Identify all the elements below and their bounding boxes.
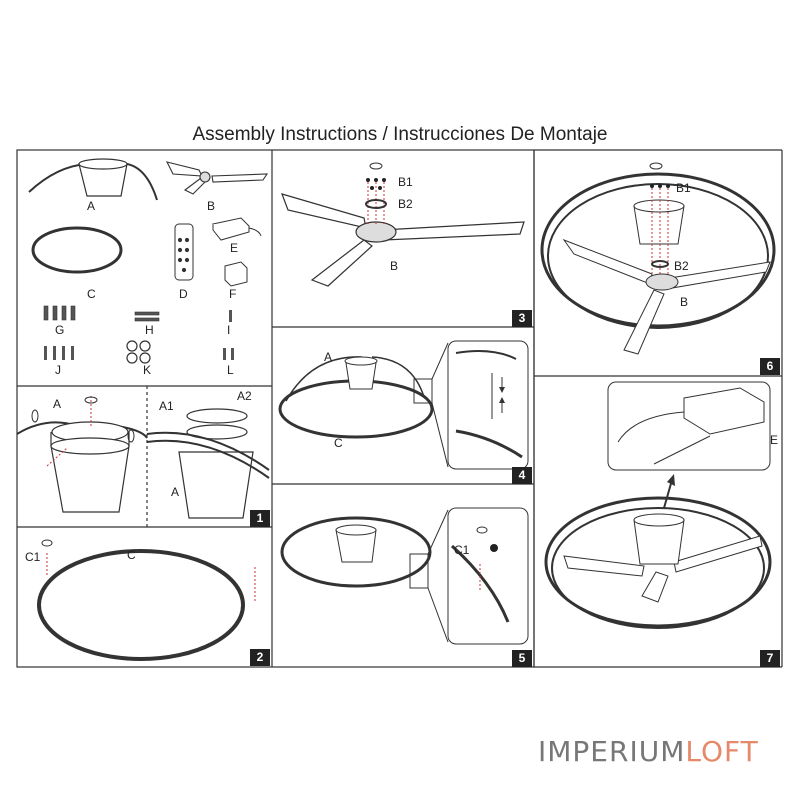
step-3-label-b: B	[390, 259, 399, 273]
label-part-i: I	[227, 323, 231, 337]
step-6-label-b2: B2	[674, 259, 689, 273]
detail-box	[447, 507, 529, 645]
step-1-label-a2: A2	[237, 389, 252, 403]
part-f-bracket	[224, 261, 248, 287]
label-part-a: A	[87, 199, 96, 213]
step-4-panel: A C 4	[272, 327, 534, 484]
step-5-drawing	[280, 507, 529, 645]
brand-logo: IMPERIUMLOFT	[538, 735, 759, 768]
step-5-label-c1: C1	[454, 543, 470, 557]
step-5-panel: C1 5	[272, 484, 534, 667]
step-1-number: 1	[250, 510, 270, 527]
step-6-label-b1: B1	[676, 181, 691, 195]
step-2-panel: C1 C 2	[17, 527, 272, 667]
rotate-icon	[649, 162, 663, 170]
label-part-b: B	[207, 199, 216, 213]
screw-icon	[490, 544, 498, 552]
step-3-panel: B1 B2 B 3	[272, 150, 534, 327]
step-1-panel: A A1 A2 A 1	[16, 386, 272, 527]
step-2-number: 2	[250, 649, 270, 666]
step-7-drawing	[544, 381, 772, 629]
step-5-number: 5	[512, 650, 532, 667]
label-part-d: D	[179, 287, 188, 301]
page-title: Assembly Instructions / Instrucciones De…	[192, 124, 608, 145]
label-part-k: K	[143, 363, 152, 377]
part-j-screws	[44, 346, 74, 360]
rotate-icon	[476, 526, 488, 534]
screw-icon	[650, 184, 670, 188]
ring	[37, 549, 245, 661]
step-2-label-c1: C1	[25, 550, 41, 564]
part-l-screws	[223, 348, 234, 360]
washer-ring	[365, 199, 387, 209]
part-a-canopy	[28, 158, 158, 201]
rotate-icon	[369, 162, 383, 170]
label-part-e: E	[230, 241, 239, 255]
brand-loft: LOFT	[685, 735, 759, 768]
step-1-label-a1: A1	[159, 399, 174, 413]
label-part-l: L	[227, 363, 234, 377]
screw-icon	[366, 178, 386, 190]
step-4-number: 4	[512, 467, 532, 484]
part-d-remote	[174, 223, 194, 281]
part-c-ring	[31, 226, 123, 274]
brand-imperium: IMPERIUM	[538, 735, 686, 768]
step-1-drawing	[16, 396, 270, 519]
step-4-label-c: C	[334, 436, 343, 450]
arrow-up-icon	[499, 397, 505, 413]
parts-drawing	[28, 158, 269, 364]
step-7-label-e: E	[770, 433, 779, 447]
arrow-up-icon	[663, 474, 675, 509]
label-part-g: G	[55, 323, 65, 337]
step-3-label-b2: B2	[398, 197, 413, 211]
step-2-label-c: C	[127, 548, 136, 562]
rotate-icon	[31, 396, 135, 443]
part-e-receiver	[212, 217, 262, 241]
part-i-screw	[229, 310, 232, 322]
step-2-drawing	[37, 539, 256, 661]
step-6-panel: B1 B2 B 6	[534, 150, 782, 376]
part-b-blades	[165, 161, 269, 195]
step-6-drawing	[540, 162, 776, 355]
label-part-h: H	[145, 323, 154, 337]
step-3-drawing	[281, 162, 525, 287]
part-g-anchors	[43, 305, 76, 321]
step-7-number: 7	[760, 650, 780, 667]
label-part-c: C	[87, 287, 96, 301]
step-3-number: 3	[512, 310, 532, 327]
step-4-drawing	[278, 340, 529, 470]
label-part-f: F	[229, 287, 237, 301]
label-part-j: J	[55, 363, 61, 377]
step-1-label-a-right: A	[171, 485, 180, 499]
step-3-label-b1: B1	[398, 175, 413, 189]
step-6-label-b: B	[680, 295, 689, 309]
part-h-bolts	[134, 311, 160, 322]
step-1-label-a: A	[53, 397, 62, 411]
parts-panel: A B C D E F G H I J K L	[17, 150, 272, 386]
washer-ring	[651, 260, 669, 268]
part-k-washers	[126, 340, 151, 364]
step-6-number: 6	[760, 358, 780, 375]
arrow-down-icon	[499, 377, 505, 393]
detail-box	[447, 340, 529, 470]
step-7-panel: E 7	[534, 376, 782, 667]
rotate-icon	[41, 539, 53, 547]
step-4-label-a: A	[324, 350, 333, 364]
